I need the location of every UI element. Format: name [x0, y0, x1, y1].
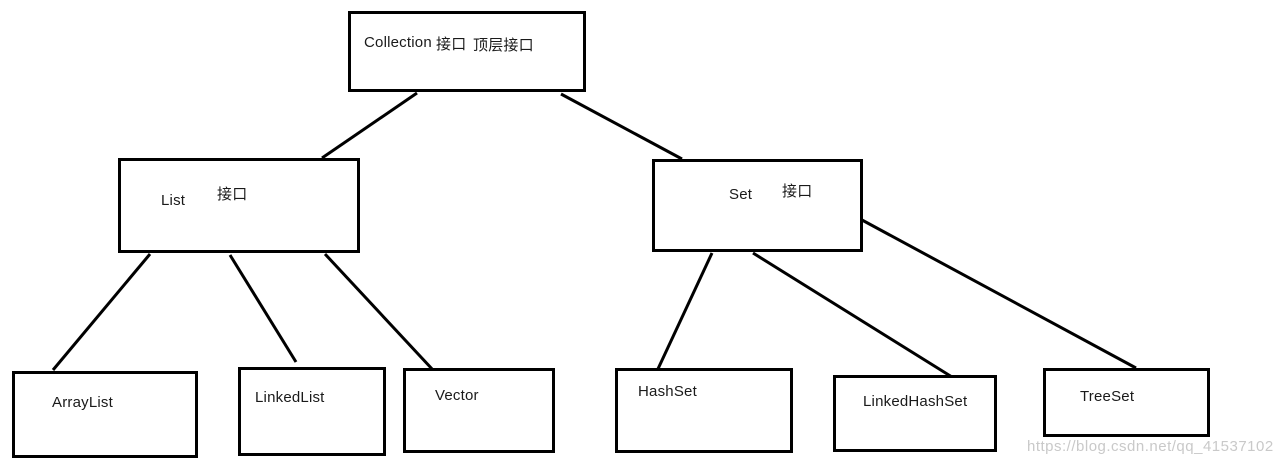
connector-list-arraylist [51, 253, 152, 371]
node-list-label: List [161, 192, 186, 209]
node-set-label: Set [729, 186, 753, 203]
node-collection-label: Collection [364, 34, 432, 51]
node-collection-note: 顶层接口 [473, 37, 534, 54]
node-arraylist: ArrayList [12, 371, 198, 458]
csdn-watermark: https://blog.csdn.net/qq_41537102 [1027, 438, 1274, 455]
node-linkedhashset: LinkedHashSet [833, 375, 997, 452]
node-linkedhashset-label: LinkedHashSet [863, 393, 968, 410]
node-vector-label: Vector [435, 387, 479, 404]
connector-list-linkedlist [228, 254, 298, 363]
node-list: List 接口 [118, 158, 360, 253]
connector-set-linkedhashset [752, 251, 953, 379]
node-treeset: TreeSet [1043, 368, 1210, 437]
node-linkedlist: LinkedList [238, 367, 386, 456]
node-collection: Collection 接口 顶层接口 [348, 11, 586, 92]
connector-collection-set [560, 92, 683, 161]
node-treeset-label: TreeSet [1080, 388, 1135, 405]
node-collection-interface-tag: 接口 [436, 36, 467, 53]
connector-set-treeset [861, 218, 1137, 370]
node-vector: Vector [403, 368, 555, 453]
node-list-interface-tag: 接口 [217, 186, 248, 203]
node-hashset: HashSet [615, 368, 793, 453]
node-linkedlist-label: LinkedList [255, 389, 325, 406]
node-set: Set 接口 [652, 159, 863, 252]
connector-collection-list [321, 91, 418, 160]
node-arraylist-label: ArrayList [52, 394, 113, 411]
connector-set-hashset [655, 252, 714, 372]
node-hashset-label: HashSet [638, 383, 697, 400]
node-set-interface-tag: 接口 [782, 183, 813, 200]
connector-list-vector [323, 252, 435, 372]
